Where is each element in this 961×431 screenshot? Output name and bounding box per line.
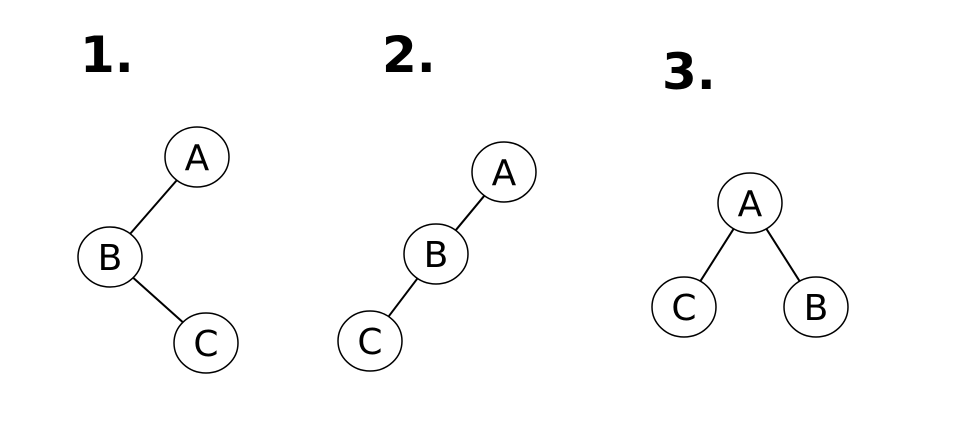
tree-3-node-A-label: A <box>738 184 763 225</box>
tree-2-node-C-label: C <box>357 322 382 363</box>
tree-3-node-B-label: B <box>804 288 829 329</box>
tree-1-node-C <box>173 312 239 374</box>
tree-1-edge-B-C <box>132 276 184 324</box>
tree-3-node-C-label: C <box>671 288 696 329</box>
tree-1-edge-A-B <box>129 179 178 235</box>
tree-2-edge-B-C <box>387 277 419 318</box>
tree-3-edge-A-B <box>765 228 801 282</box>
tree-3-node-C <box>651 276 717 338</box>
tree-2-node-A <box>471 141 537 203</box>
tree-2-label: 2. <box>382 26 436 84</box>
tree-3-node-B <box>783 276 849 338</box>
tree-2-node-C <box>337 310 403 372</box>
tree-1-node-C-label: C <box>193 324 218 365</box>
tree-1-node-B-label: B <box>98 238 123 279</box>
tree-3-node-A <box>717 172 783 234</box>
tree-1-label: 1. <box>80 26 134 84</box>
tree-1-node-A-label: A <box>185 138 210 179</box>
tree-1-node-B <box>77 226 143 288</box>
tree-3-edge-A-C <box>699 228 735 282</box>
tree-2-edge-A-B <box>454 195 486 231</box>
tree-3-label: 3. <box>662 43 716 101</box>
tree-2-node-B <box>403 223 469 285</box>
tree-2-node-B-label: B <box>424 235 449 276</box>
tree-1-node-A <box>164 126 230 188</box>
tree-2-node-A-label: A <box>492 153 517 194</box>
